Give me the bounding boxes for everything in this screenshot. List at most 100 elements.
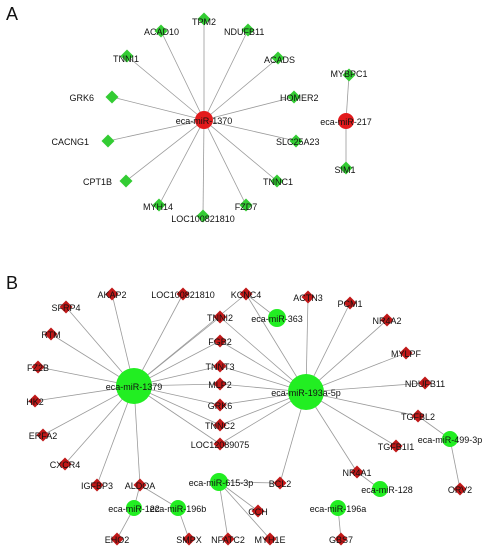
panel-a-mirna-node-m217 (338, 113, 354, 129)
panel-b-label: B (6, 273, 18, 293)
panel-b-mirna-node-m122 (126, 500, 142, 516)
panel-b-edge-m499-orv2 (449, 438, 461, 490)
panel-b-gene-node-nr4a2 (380, 313, 394, 327)
panel-b-gene-label-loc100821810: LOC100821810 (151, 290, 215, 300)
panel-b-gene-node-fz2b (31, 360, 45, 374)
panel-b-gene-label-cch: CCH (248, 507, 268, 517)
panel-b-gene-node-erfa2 (36, 428, 50, 442)
panel-b-mirna-node-m499 (442, 431, 458, 447)
panel-a-edge-m370-tnni1 (126, 55, 205, 121)
panel-b-gene-node-orv2 (453, 482, 467, 496)
panel-a-gene-node-acads (271, 51, 285, 65)
panel-a-edge-m370-myh14 (158, 119, 205, 206)
panel-a-gene-label-cpt1b: CPT1B (83, 177, 112, 187)
panel-a-gene-node-tnni1 (120, 49, 134, 63)
panel-b-gene-node-pcm1 (343, 296, 357, 310)
panel-b-mirna-node-m363 (268, 309, 286, 327)
panel-b-gene-node-tnnt3 (213, 359, 227, 373)
panel-a-gene-label-cacng1: CACNG1 (51, 137, 89, 147)
panel-b-mirna-node-m128 (372, 481, 388, 497)
panel-b-gene-label-cxcr4: CXCR4 (50, 460, 81, 470)
panel-b-gene-label-kcnc4: KCNC4 (231, 290, 262, 300)
panel-a-gene-node-sim1 (339, 161, 353, 175)
panel-b-gene-label-tnnc2: TNNC2 (205, 421, 235, 431)
panel-b-gene-label-erfa2: ERFA2 (29, 431, 58, 441)
panel-a-gene-node-acad10 (154, 24, 168, 38)
panel-b-gene-node-mlp2 (213, 377, 227, 391)
panel-b-mirna-node-m196b (170, 500, 186, 516)
panel-b-gene-label-myh1e: MYH1E (254, 535, 285, 545)
panel-b-edge-m193-tgfbl2 (305, 391, 419, 417)
panel-a-edge-m370-tnnc1 (203, 119, 278, 182)
panel-b-mirna-label-m128: eca-miR-128 (361, 485, 413, 495)
panel-b-gene-label-igfbp3: IGFBP3 (81, 481, 113, 491)
panel-b-mirna-label-m122: eca-miR-122 (108, 504, 160, 514)
panel-a-gene-node-slc25a23 (289, 134, 303, 148)
panel-b-gene-node-ndufb11 (418, 376, 432, 390)
panel-b-mirna-label-m196a: eca-miR-196a (310, 504, 367, 514)
panel-a-gene-label-acad10: ACAD10 (144, 27, 179, 37)
panel-b-gene-label-orv2: ORV2 (448, 485, 472, 495)
panel-b-gene-node-nfatc2 (221, 532, 235, 546)
panel-b-gene-label-fgb2: FGB2 (208, 337, 232, 347)
panel-a-edge-m370-loc100821810 (202, 119, 205, 217)
panel-b-gene-label-akap2: AKAP2 (97, 290, 126, 300)
panel-b-gene-label-gbs7: GBS7 (329, 535, 353, 545)
panel-b-edge-m193-nr4a2 (305, 319, 388, 393)
panel-b-gene-label-mlp2: MLP2 (208, 380, 232, 390)
panel-b-edge-m193-kcnc4 (245, 293, 307, 393)
panel-b-gene-label-smpx: SMPX (176, 535, 202, 545)
panel-b-gene-node-smpx (182, 532, 196, 546)
panel-a-gene-label-acads: ACADS (264, 55, 295, 65)
panel-b-gene-node-sfrp4 (59, 300, 73, 314)
panel-a-gene-node-tnnc1 (270, 174, 284, 188)
panel-b-gene-label-loc12089075: LOC12089075 (191, 440, 250, 450)
panel-b-gene-label-tgfbl2: TGFBL2 (401, 412, 435, 422)
panel-a-gene-node-ndufb11 (241, 23, 255, 37)
panel-a-gene-label-sim1: SIM1 (334, 165, 355, 175)
panel-b-mirna-label-m615: eca-miR-615-3p (189, 478, 254, 488)
panel-b-gene-node-eho2 (110, 532, 124, 546)
panel-b-gene-label-fz2b: FZ2B (27, 363, 49, 373)
panel-a-gene-node-homer2 (287, 90, 301, 104)
panel-a-edge-m370-slc25a23 (203, 119, 297, 142)
panel-b-gene-label-rtm: RTM (41, 330, 60, 340)
panel-a-label: A (6, 4, 18, 24)
panel-a-gene-node-mybpc1 (342, 68, 356, 82)
panel-a-gene-node-myh14 (152, 198, 166, 212)
panel-b-gene-node-tnnc2 (213, 418, 227, 432)
panel-a-edge-m370-ndufb11 (203, 29, 249, 121)
panel-b-gene-label-ndufb11: NDUFB11 (405, 379, 445, 389)
panel-a-gene-label-fzd7: FZD7 (235, 202, 258, 212)
panel-b-mirna-label-m363: eca-miR-363 (251, 314, 303, 324)
panel-b-gene-label-nr4a2: NR4A2 (372, 316, 401, 326)
panel-a-gene-node-fzd7 (239, 198, 253, 212)
panel-a-gene-label-tnnc1: TNNC1 (263, 177, 293, 187)
panel-b-gene-node-loc12089075 (213, 437, 227, 451)
panel-b-edge-m615-myh1e (218, 481, 271, 540)
panel-b-gene-node-tgfbl2 (411, 409, 425, 423)
panel-b-gene-node-myh1e (263, 532, 277, 546)
panel-b-gene-node-nr4a1 (350, 465, 364, 479)
panel-b-mirna-node-m615 (210, 473, 228, 491)
panel-a-gene-node-cacng1 (101, 134, 115, 148)
panel-b-edges (34, 293, 461, 540)
panel-b-edge-m193-ndufb11 (305, 382, 426, 393)
panel-b-gene-node-cxcr4 (58, 457, 72, 471)
panel-a-gene-label-tnni1: TNNI1 (113, 54, 139, 64)
panel-b-gene-label-tgfb1l1: TGFB1I1 (378, 442, 415, 452)
panel-a-gene-label-myh14: MYH14 (143, 202, 173, 212)
panel-a-edges (107, 19, 350, 217)
panel-b-gene-node-cch (251, 504, 265, 518)
panel-b-gene-node-tnni2 (213, 310, 227, 324)
panel-b-gene-label-tnnt3: TNNT3 (206, 362, 235, 372)
panel-b-gene-node-akap2 (105, 287, 119, 301)
panel-a-mirna-label-m370: eca-miR-1370 (176, 116, 233, 126)
panel-b-mirna-label-m193: eca-miR-193a-5p (271, 388, 341, 398)
panel-b-gene-label-nfatc2: NFATC2 (211, 535, 245, 545)
panel-b-gene-node-grk6 (213, 398, 227, 412)
panel-b-gene-label-bcl2: BCL2 (269, 479, 292, 489)
panel-a-edge-m370-cpt1b (125, 119, 205, 182)
